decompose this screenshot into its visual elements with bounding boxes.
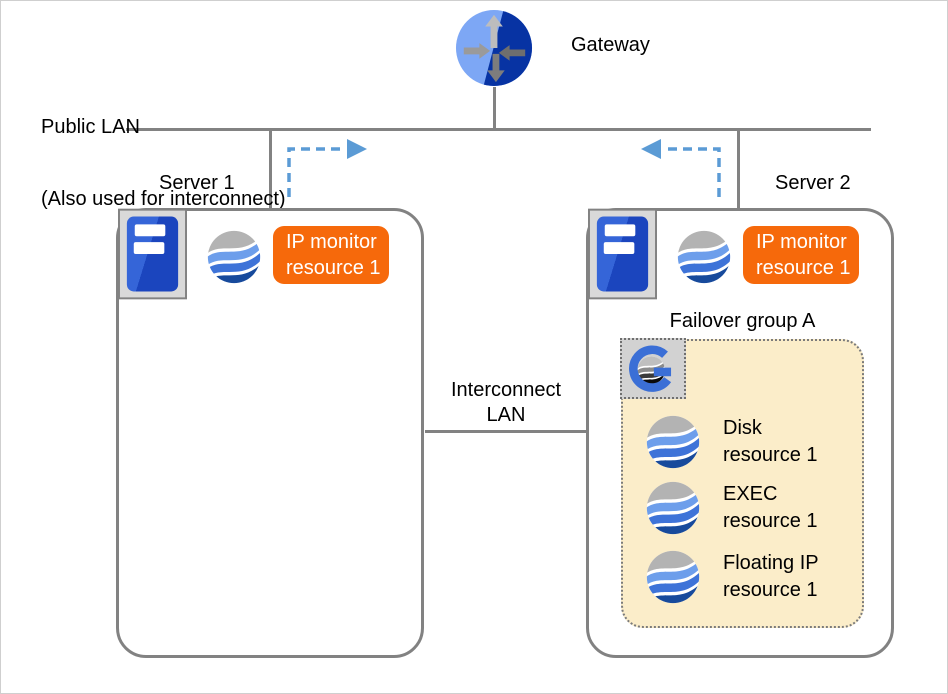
gateway-label: Gateway [571, 34, 650, 56]
disk-resource-icon [646, 415, 700, 469]
ip-monitor-resource-icon-2 [677, 230, 731, 284]
disk-resource-label-line1: Disk [723, 417, 762, 439]
ip-monitor-badge-server2: IP monitor resource 1 [743, 226, 859, 284]
server1-connector-line [269, 128, 272, 208]
gateway-connector-line [493, 87, 496, 128]
exec-resource-icon [646, 481, 700, 535]
server1-label: Server 1 [159, 172, 235, 194]
failover-group-g-icon [629, 345, 672, 392]
ip-monitor-badge1-line1: IP monitor [286, 231, 377, 253]
floating-ip-resource-icon [646, 550, 700, 604]
gateway-router-icon [455, 9, 533, 87]
ip-monitor-badge1-line2: resource 1 [286, 257, 381, 279]
public-lan-label-line2: (Also used for interconnect) [41, 188, 286, 210]
public-lan-label-line1: Public LAN [41, 116, 140, 138]
public-lan-label: Public LAN (Also used for interconnect) [41, 67, 286, 259]
ip-monitor-badge-server1: IP monitor resource 1 [273, 226, 389, 284]
monitor-path-arrow-server2 [641, 139, 721, 197]
exec-resource-label-line2: resource 1 [723, 510, 818, 532]
floating-ip-resource-label-line2: resource 1 [723, 579, 818, 601]
interconnect-lan-label-line2: LAN [486, 404, 526, 426]
ip-monitor-badge2-line2: resource 1 [756, 257, 851, 279]
server-tower-icon-1 [118, 208, 187, 300]
ip-monitor-badge2-line1: IP monitor [756, 231, 847, 253]
resource-row-disk: Disk resource 1 [646, 415, 818, 469]
server2-connector-line [737, 128, 740, 208]
exec-resource-label-line1: EXEC [723, 483, 778, 505]
interconnect-lan-line [425, 430, 587, 433]
monitor-path-arrow-server1 [287, 139, 367, 197]
interconnect-lan-label: Interconnect LAN [425, 378, 587, 428]
resource-row-exec: EXEC resource 1 [646, 481, 818, 535]
ip-monitor-resource-icon-1 [207, 230, 261, 284]
public-lan-bus-line [126, 128, 871, 131]
resource-row-floating-ip: Floating IP resource 1 [646, 550, 819, 604]
floating-ip-resource-label-line1: Floating IP [723, 552, 819, 574]
failover-group-label: Failover group A [669, 310, 816, 332]
interconnect-lan-label-line1: Interconnect [450, 379, 562, 401]
server2-label: Server 2 [775, 172, 851, 194]
disk-resource-label-line2: resource 1 [723, 444, 818, 466]
server-tower-icon-2 [588, 208, 657, 300]
